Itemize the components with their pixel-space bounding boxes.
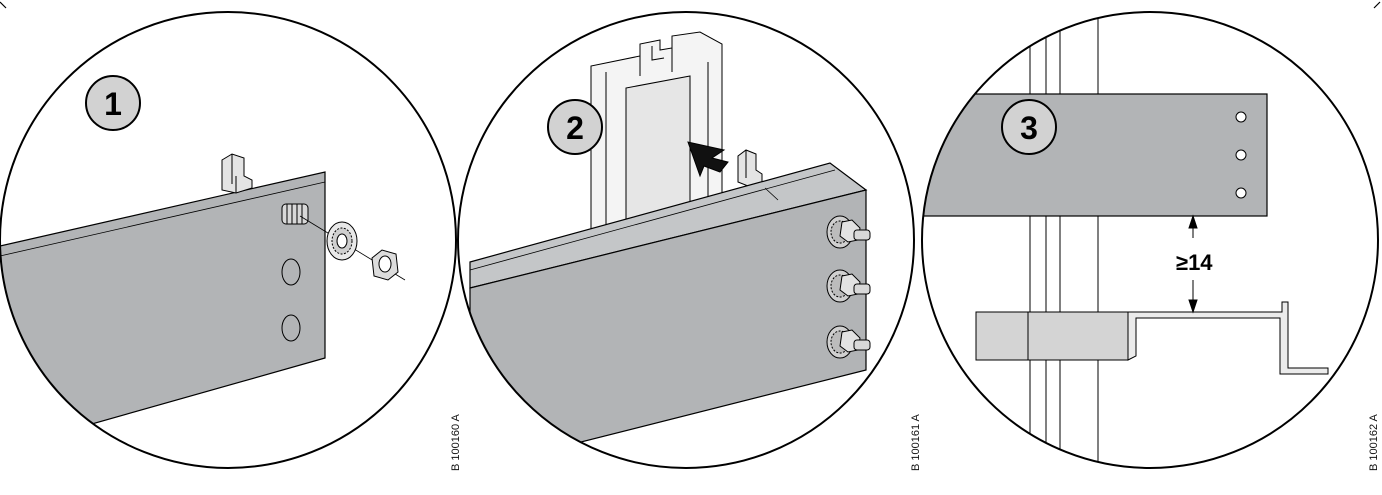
panel-2: 2 <box>457 11 915 469</box>
aluminium-profile <box>590 31 723 231</box>
mounting-hole <box>1235 149 1247 161</box>
step-2-number: 2 <box>566 110 584 146</box>
bolt-assembly <box>826 269 871 303</box>
lock-washer <box>326 221 358 261</box>
slot-nut <box>221 153 253 194</box>
mounting-hole <box>281 258 301 286</box>
panel-1: 1 <box>0 11 457 469</box>
mounting-hole <box>1235 187 1247 199</box>
reference-code: B 100162 A <box>1368 414 1380 471</box>
reference-code: B 100160 A <box>450 414 462 471</box>
frame-profile <box>1029 12 1099 468</box>
slot-nut <box>737 149 763 187</box>
panel-2-frame <box>457 11 915 469</box>
threaded-stud <box>281 203 309 225</box>
step-3-badge: 3 <box>1001 99 1057 155</box>
busbar-panel <box>0 171 326 451</box>
step-1-badge: 1 <box>85 75 141 131</box>
step-3-number: 3 <box>1020 110 1038 146</box>
insert-arrow-icon <box>687 141 729 178</box>
panel-3: ≥14 3 <box>921 11 1379 469</box>
mounting-hole <box>1235 111 1247 123</box>
mounting-hole <box>281 314 301 342</box>
corner-marks <box>0 1 1381 9</box>
reference-code: B 100161 A <box>910 414 922 471</box>
step-1-number: 1 <box>104 86 122 122</box>
bolt-assembly <box>826 325 871 359</box>
busbar-panel <box>922 93 1268 217</box>
bolt-assembly <box>826 215 871 249</box>
panel-3-frame <box>921 11 1379 469</box>
step-2-badge: 2 <box>547 99 603 155</box>
panel-1-frame <box>0 11 457 469</box>
hex-nut <box>371 249 399 281</box>
dimension-line <box>1188 214 1198 314</box>
busbar-holder <box>975 301 1329 375</box>
clearance-dimension: ≥14 <box>1176 250 1213 275</box>
